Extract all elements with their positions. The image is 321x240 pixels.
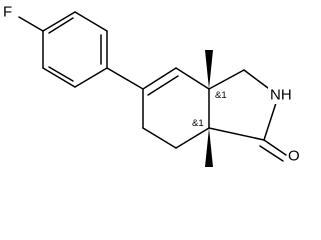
aromatic-inner-bond-3 bbox=[48, 17, 74, 34]
bond-c3-n bbox=[243, 69, 269, 89]
aromatic-inner-bond-2 bbox=[48, 66, 74, 82]
bond-c4-c5 bbox=[42, 67, 76, 88]
bond-c1-c7a bbox=[208, 127, 265, 141]
bond-c1-o-b bbox=[259, 145, 284, 162]
stereo-label-c7a: &1 bbox=[192, 118, 204, 129]
bond-c1-c2 bbox=[74, 11, 108, 32]
bond-c1-o-a bbox=[263, 139, 287, 156]
atom-label-oxygen: O bbox=[288, 148, 300, 165]
fluorophenyl-ring bbox=[42, 11, 108, 88]
bond-c3a-c3 bbox=[208, 69, 245, 90]
stereo-label-c3a: &1 bbox=[215, 90, 227, 101]
cyclohexene-ring bbox=[142, 67, 210, 149]
bond-c-f bbox=[18, 16, 44, 32]
bond-c7a-c7 bbox=[175, 127, 210, 149]
bond-c6-c1 bbox=[42, 11, 76, 32]
atom-label-bg-nh bbox=[268, 86, 294, 104]
bond-c3-c4 bbox=[74, 67, 108, 88]
bond-c4-c3a bbox=[175, 67, 210, 90]
bond-aryl-c5 bbox=[106, 67, 144, 90]
atom-label-nh: NH bbox=[270, 87, 292, 104]
bond-c4-c5-double bbox=[147, 75, 179, 96]
atom-label-fluorine: F bbox=[3, 4, 12, 21]
pyrrolidinone-ring bbox=[208, 69, 287, 162]
wedge-bond-c3a-h bbox=[205, 50, 213, 89]
atom-label-bg-oxygen bbox=[287, 147, 301, 165]
wedge-bond-c7a-h bbox=[205, 128, 213, 167]
chemical-structure-diagram: F NH O &1 &1 bbox=[3, 4, 301, 167]
bond-n-c1 bbox=[263, 102, 277, 141]
bond-c5-c4 bbox=[142, 67, 177, 90]
bond-c7-c6 bbox=[142, 127, 177, 149]
